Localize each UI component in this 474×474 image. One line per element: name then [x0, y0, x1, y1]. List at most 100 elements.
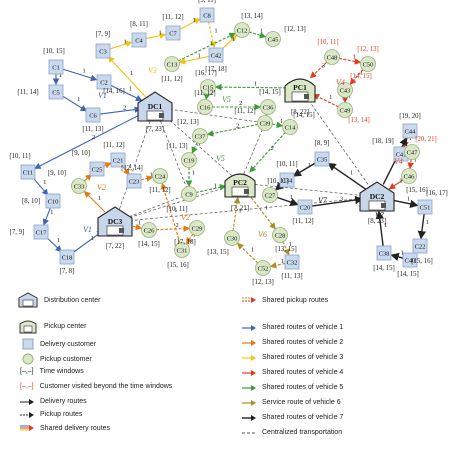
legend-vehicle-4: Shared routes of vehicle 4 [242, 369, 343, 376]
edge-weight: 2 [123, 105, 126, 112]
edge-weight: 1 [124, 39, 127, 46]
delivery-customer-c38 [376, 245, 392, 261]
legend-delivery-routes: Delivery routes [20, 398, 87, 405]
node-id: C18 [62, 254, 73, 261]
pickup-customer-c15 [200, 79, 216, 95]
centralized-edge [114, 196, 378, 223]
edge-weight: 1 [59, 72, 62, 79]
dashed-line-icon [242, 432, 256, 433]
node-id: C47 [407, 149, 419, 156]
route-edge-c1-c2 [62, 68, 98, 82]
route-edge-c47-c46 [407, 158, 414, 170]
legend-vehicle-7: Shared routes of vehicle 7 [242, 414, 343, 421]
distribution-center-dc3: DC3 [97, 206, 133, 237]
edge-weight: 1 [329, 94, 332, 101]
time-window-c31: [15, 16] [167, 262, 189, 269]
legend-pickup-center: Pickup center [18, 318, 86, 334]
pickup-center-pc2: PC2 [224, 173, 256, 198]
truck-icon [304, 94, 309, 99]
route-edge-c4-c7 [145, 32, 167, 40]
delivery-customer-c6 [85, 107, 101, 123]
pickup-customer-c31 [174, 242, 190, 258]
time-window-c47: [20, 21] [415, 136, 437, 143]
arrow-icon [20, 411, 34, 418]
delivery-customer-c1 [48, 59, 64, 75]
pickup-customer-c39 [257, 115, 273, 131]
route-edge-dc1-c3 [107, 56, 146, 98]
legend-distribution-center: Distribution center [18, 292, 100, 308]
delivery-customer-c51 [417, 199, 433, 215]
vehicle-label-v2: V2 [97, 183, 106, 192]
node-id: C31 [177, 247, 188, 254]
edge-weight: 1 [129, 86, 132, 93]
node-id: C41 [396, 151, 407, 158]
node-id: C26 [144, 227, 156, 234]
node-id: C51 [420, 204, 431, 211]
node-id: C43 [340, 87, 351, 94]
route-edge-dc1-c11 [34, 112, 143, 169]
node-id: DC1 [148, 102, 163, 111]
delivery-customer-c42 [208, 47, 224, 63]
route-edge-pc2-c28 [248, 193, 276, 230]
route-edge-dc2-c51 [390, 199, 419, 209]
pickup-customer-c46 [401, 168, 417, 184]
time-window-c37: [12, 13] [177, 119, 199, 126]
time-window-c23: [12, 14] [121, 165, 143, 172]
time-window-c16: [11, 12] [194, 90, 215, 97]
route-edge-c48-pc1 [309, 61, 328, 79]
edge-weight: 1 [138, 220, 141, 227]
node-id: C15 [203, 84, 214, 91]
time-window-c40: [14, 15] [397, 271, 419, 278]
edge-weight: 1 [409, 135, 412, 142]
delivery-customer-c32 [284, 254, 300, 270]
delivery-customer-c5 [48, 84, 64, 100]
edge-weight: 1 [77, 96, 80, 103]
route-edge-c7-c8 [178, 18, 201, 31]
time-window-c7: [11, 12] [162, 14, 183, 21]
node-id: C3 [99, 48, 107, 55]
pickup-customer-c52 [255, 260, 271, 276]
route-edge-c6-dc1 [99, 106, 142, 115]
pickup-customer-c50 [360, 56, 376, 72]
legend-vehicle-3: Shared routes of vehicle 3 [242, 354, 343, 361]
node-id: C36 [263, 104, 275, 111]
legend-delivery-customer: Delivery customer [22, 338, 96, 350]
pickup-customer-c43 [337, 82, 353, 98]
edge-weight: 1 [193, 17, 196, 24]
centralized-edge [154, 106, 241, 184]
centralized-edge [114, 182, 241, 223]
node-id: C11 [23, 169, 34, 176]
legend-vehicle-6: Service route of vehicle 6 [242, 399, 341, 406]
edge-weight: 2 [92, 134, 95, 141]
delivery-customer-c34 [279, 172, 295, 188]
edge-weight: 1 [129, 163, 132, 170]
route-edge-c48-c50 [338, 57, 362, 65]
route-edge-dc2-c35 [327, 162, 366, 190]
arrow-icon [242, 399, 256, 406]
pickup-customer-c16 [197, 99, 213, 115]
time-window-c27: [10, 11] [267, 178, 288, 185]
arrow-icon [242, 384, 256, 391]
node-id: C13 [167, 61, 178, 68]
time-window-c24: [11, 12] [149, 187, 170, 194]
node-id: C30 [227, 235, 238, 242]
edge-weight: 3 [322, 63, 325, 70]
edge-weight: 1 [426, 219, 429, 226]
edge-weight: 1 [254, 80, 257, 87]
time-window-dc1: [7, 23] [146, 126, 164, 133]
edge-weight: 1 [280, 118, 283, 125]
distribution-center-dc1: DC1 [137, 91, 173, 122]
node-id: C29 [192, 225, 203, 232]
node-id: C14 [285, 124, 297, 131]
time-window-c51: [16, 17] [426, 190, 448, 197]
centralized-edge [299, 87, 378, 198]
time-window-c39: [11, 12] [234, 108, 255, 115]
node-id: DC2 [370, 192, 385, 201]
edge-weight: 1 [407, 196, 410, 203]
delivery-customer-c23 [126, 173, 142, 189]
delivery-customer-c18 [59, 249, 75, 265]
route-edge-c9-pc2 [195, 184, 227, 194]
pickup-center-pc1: PC1 [284, 78, 316, 103]
time-window-c11: [10, 11] [9, 153, 30, 160]
